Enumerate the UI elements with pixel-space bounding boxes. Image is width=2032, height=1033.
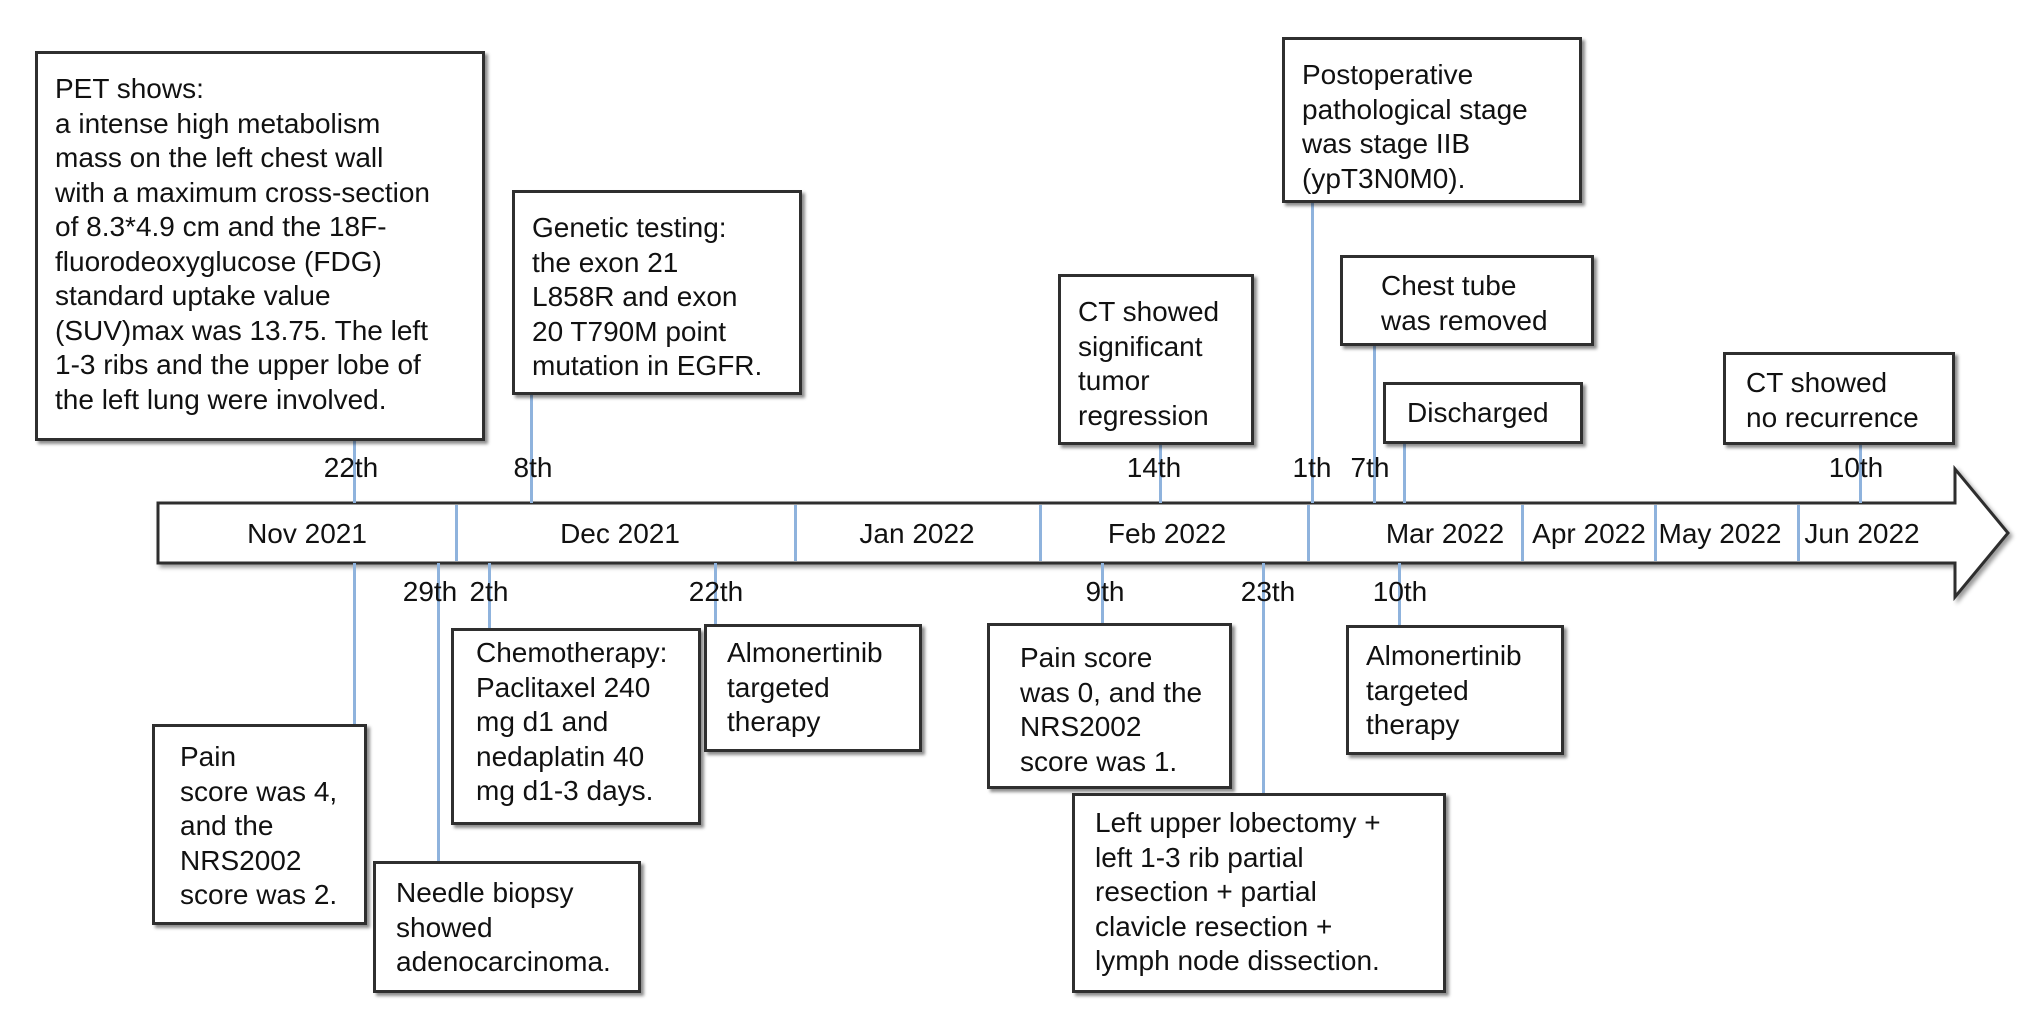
month-label: May 2022 <box>1658 518 1782 549</box>
event-box-ct-regression: CT showed significant tumor regression <box>1058 274 1254 445</box>
month-label: Apr 2022 <box>1532 518 1646 549</box>
event-connector <box>353 441 356 503</box>
event-connector <box>530 395 533 503</box>
event-day-label: 23th <box>1240 576 1296 607</box>
month-divider <box>1039 505 1042 561</box>
event-connector <box>1403 444 1406 503</box>
event-box-almonertinib-2: Almonertinib targeted therapy <box>1346 625 1564 755</box>
event-day-label: 1th <box>1292 452 1332 483</box>
month-divider <box>1521 505 1524 561</box>
event-box-discharged: Discharged <box>1383 382 1583 444</box>
event-connector <box>1373 346 1376 503</box>
event-day-label: 10th <box>1372 576 1428 607</box>
event-connector <box>1262 563 1265 793</box>
event-day-label: 10th <box>1828 452 1884 483</box>
event-connector <box>1159 445 1162 503</box>
event-day-label: 22th <box>323 452 379 483</box>
month-label: Dec 2021 <box>560 518 680 549</box>
event-day-label: 14th <box>1126 452 1182 483</box>
event-box-pain-score-4: Pain score was 4, and the NRS2002 score … <box>152 724 367 925</box>
event-day-label: 8th <box>513 452 553 483</box>
month-divider <box>1307 505 1310 561</box>
month-divider <box>1797 505 1800 561</box>
month-divider <box>1654 505 1657 561</box>
event-connector <box>1859 445 1862 503</box>
event-connector <box>488 563 491 628</box>
event-connector <box>437 563 440 861</box>
month-label: Jun 2022 <box>1804 518 1920 549</box>
event-box-lobectomy: Left upper lobectomy + left 1-3 rib part… <box>1072 793 1446 993</box>
event-connector <box>714 563 717 624</box>
event-box-almonertinib-1: Almonertinib targeted therapy <box>704 624 922 752</box>
month-label: Feb 2022 <box>1107 518 1227 549</box>
month-divider <box>455 505 458 561</box>
event-connector <box>353 563 356 724</box>
event-connector <box>1101 563 1104 623</box>
month-label: Mar 2022 <box>1385 518 1505 549</box>
event-day-label: 2th <box>469 576 509 607</box>
event-box-pathological-stage: Postoperative pathological stage was sta… <box>1282 37 1582 203</box>
month-label: Nov 2021 <box>247 518 367 549</box>
event-connector <box>1311 203 1314 503</box>
event-day-label: 29th <box>402 576 458 607</box>
event-day-label: 9th <box>1085 576 1125 607</box>
event-box-needle-biopsy: Needle biopsy showed adenocarcinoma. <box>373 861 641 993</box>
event-day-label: 7th <box>1350 452 1390 483</box>
event-box-pet: PET shows: a intense high metabolism mas… <box>35 51 485 441</box>
event-connector <box>1398 563 1401 625</box>
month-divider <box>794 505 797 561</box>
event-box-pain-score-0: Pain score was 0, and the NRS2002 score … <box>987 623 1232 789</box>
event-box-genetic-testing: Genetic testing: the exon 21 L858R and e… <box>512 190 802 395</box>
event-box-chemotherapy: Chemotherapy: Paclitaxel 240 mg d1 and n… <box>451 628 701 825</box>
event-box-ct-no-recurrence: CT showed no recurrence <box>1723 352 1955 445</box>
month-label: Jan 2022 <box>859 518 975 549</box>
event-day-label: 22th <box>688 576 744 607</box>
timeline-arrow <box>156 464 2010 602</box>
event-box-chest-tube: Chest tube was removed <box>1340 255 1594 346</box>
